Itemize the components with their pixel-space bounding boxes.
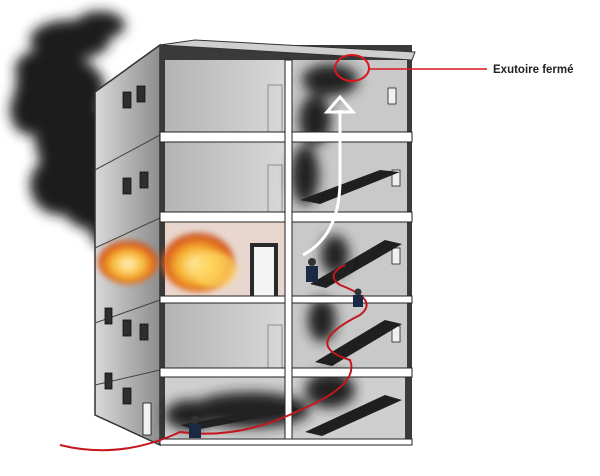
exterior-fire [98, 240, 158, 284]
smoke-flow-arrow [302, 110, 342, 257]
stairwell-windows [387, 87, 401, 343]
closed-vent-callout-circle [334, 54, 370, 82]
interior-fire [162, 232, 237, 292]
facade-windows [104, 85, 152, 436]
fire-hose [59, 264, 368, 452]
smoke-flow-arrowhead [323, 94, 357, 114]
fire-room-door [250, 243, 278, 296]
interior-smoke [165, 64, 358, 430]
callout-label-closed-vent: Exutoire fermé [493, 64, 574, 76]
firefighter-figure [189, 258, 363, 438]
stairwell-partition [284, 59, 293, 440]
